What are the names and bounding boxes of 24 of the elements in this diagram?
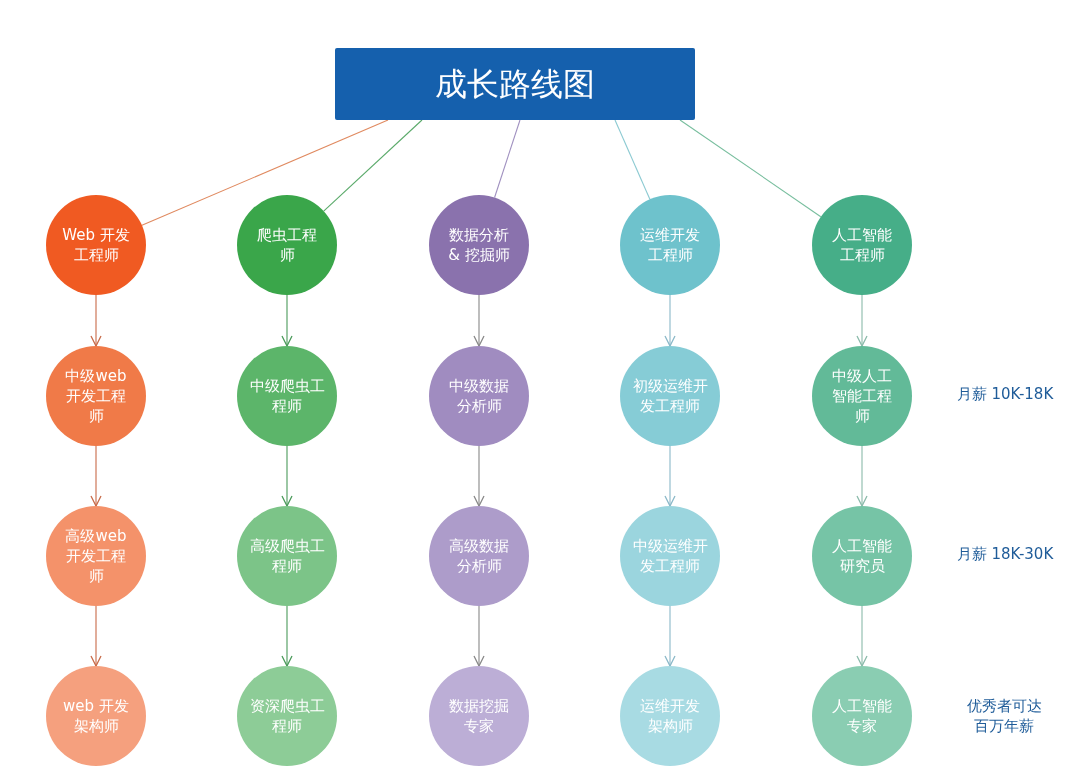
arrow [856, 605, 868, 667]
arrow [90, 605, 102, 667]
arrow [856, 445, 868, 507]
salary-note: 月薪 18K-30K [955, 544, 1055, 564]
arrow [473, 294, 485, 347]
arrow [664, 605, 676, 667]
arrow [281, 605, 293, 667]
arrow [856, 294, 868, 347]
arrow [281, 445, 293, 507]
connector-line [494, 119, 521, 199]
arrow [473, 605, 485, 667]
connector-line [141, 119, 389, 226]
arrow [90, 445, 102, 507]
arrow [281, 294, 293, 347]
arrow [473, 445, 485, 507]
connector-line [614, 119, 651, 200]
arrow [664, 445, 676, 507]
connector-line [679, 119, 822, 218]
arrow [90, 294, 102, 347]
connector-line [323, 119, 423, 212]
arrow [664, 294, 676, 347]
salary-note: 优秀者可达百万年薪 [965, 696, 1043, 736]
salary-note: 月薪 10K-18K [955, 384, 1055, 404]
title-banner: 成长路线图 [335, 48, 695, 120]
